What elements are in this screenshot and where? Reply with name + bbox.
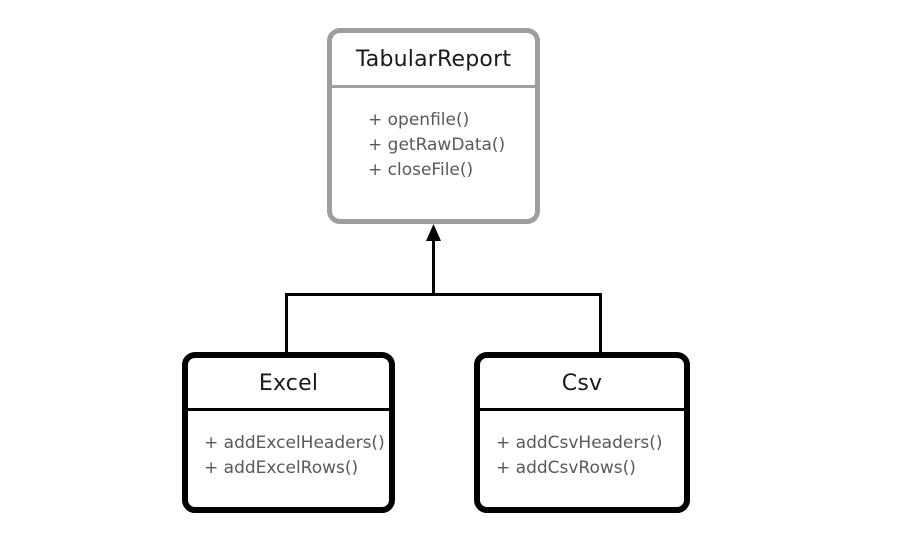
class-section-divider bbox=[332, 85, 535, 88]
class-box-tabularreport[interactable]: TabularReport + openfile() + getRawData(… bbox=[327, 28, 540, 224]
class-section-divider bbox=[480, 408, 684, 411]
class-members-tabularreport: + openfile() + getRawData() + closeFile(… bbox=[332, 88, 535, 219]
class-box-excel[interactable]: Excel + addExcelHeaders() + addExcelRows… bbox=[182, 352, 395, 513]
inheritance-arrowhead bbox=[426, 224, 441, 241]
class-member: + closeFile() bbox=[368, 159, 474, 180]
class-member: + addExcelHeaders() bbox=[204, 433, 385, 453]
class-name-excel: Excel bbox=[258, 371, 319, 396]
class-name-tabularreport: TabularReport bbox=[355, 47, 512, 72]
class-member: + getRawData() bbox=[368, 134, 506, 155]
class-name-csv: Csv bbox=[561, 371, 603, 396]
class-members-csv: + addCsvHeaders() + addCsvRows() bbox=[480, 411, 684, 507]
class-box-csv[interactable]: Csv + addCsvHeaders() + addCsvRows() bbox=[474, 352, 690, 513]
class-members-excel: + addExcelHeaders() + addExcelRows() bbox=[188, 411, 389, 507]
class-section-divider bbox=[188, 408, 389, 411]
class-member: + addExcelRows() bbox=[204, 457, 359, 478]
class-member: + addCsvRows() bbox=[496, 457, 636, 478]
class-member: + addCsvHeaders() bbox=[496, 433, 663, 453]
class-member: + openfile() bbox=[368, 110, 470, 130]
